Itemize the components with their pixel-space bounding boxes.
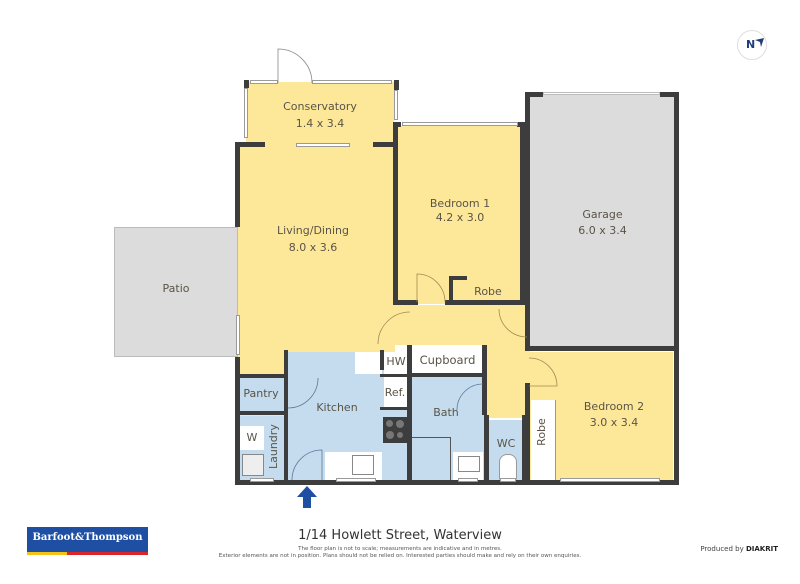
room-label-w: W xyxy=(246,431,258,444)
shower-outline xyxy=(412,437,451,481)
bedroom1-door-icon xyxy=(416,273,446,303)
room-conservatory xyxy=(246,82,394,146)
bath-basin-icon xyxy=(458,456,480,472)
laundry-tub-icon xyxy=(242,454,264,476)
producer-credit: Produced by DIAKRIT xyxy=(700,545,778,553)
producer-name: DIAKRIT xyxy=(745,545,778,553)
room-cupboard xyxy=(410,348,485,373)
wall xyxy=(235,142,240,227)
fridge-space xyxy=(384,377,408,407)
counter-top xyxy=(355,352,382,374)
room-label-laundry: Laundry xyxy=(267,424,280,469)
room-robe-2 xyxy=(531,400,556,480)
entry-arrow-icon xyxy=(297,486,317,508)
hallway-lower xyxy=(483,305,530,418)
room-garage xyxy=(530,92,675,348)
entry-door-icon xyxy=(291,449,323,481)
property-address: 1/14 Howlett Street, Waterview xyxy=(298,528,502,543)
disclaimer-line-1: The floor plan is not to scale; measurem… xyxy=(298,546,502,552)
toilet-icon xyxy=(499,454,517,480)
agency-logo-text: Barfoot&Thompson xyxy=(32,532,143,543)
cooktop-icon xyxy=(383,417,407,443)
north-compass-icon: N xyxy=(737,30,767,60)
living-door-icon xyxy=(377,311,411,345)
disclaimer-line-2: Exterior elements are not in position. P… xyxy=(218,553,582,559)
wall xyxy=(235,357,240,482)
room-label-hw: HW xyxy=(386,355,406,368)
agency-logo: Barfoot&Thompson xyxy=(27,527,148,555)
producer-prefix: Produced by xyxy=(700,545,744,553)
bath-door-icon xyxy=(456,383,484,411)
room-hw xyxy=(384,352,408,374)
room-patio xyxy=(114,227,238,357)
conservatory-door-icon xyxy=(277,48,313,84)
wall-bottom xyxy=(235,480,679,485)
room-label-wc: WC xyxy=(496,437,516,450)
bedroom2-door-icon xyxy=(528,357,558,387)
room-label-kitchen: Kitchen xyxy=(316,401,358,414)
room-label-cupboard: Cupboard xyxy=(419,353,476,367)
room-label-ref: Ref. xyxy=(384,386,406,399)
room-label-patio: Patio xyxy=(162,282,190,295)
compass-label: N xyxy=(746,38,756,51)
pantry-door-icon xyxy=(287,377,319,409)
room-label-robe-2: Robe xyxy=(535,418,548,446)
room-label-bath: Bath xyxy=(433,406,459,419)
kitchen-sink-icon xyxy=(352,455,374,475)
room-pantry xyxy=(238,378,284,411)
garage-door-icon xyxy=(498,308,528,338)
room-label-robe-1: Robe xyxy=(474,285,502,298)
room-label-pantry: Pantry xyxy=(243,387,279,400)
north-arrow-icon xyxy=(755,38,764,47)
washer-space xyxy=(240,426,264,450)
